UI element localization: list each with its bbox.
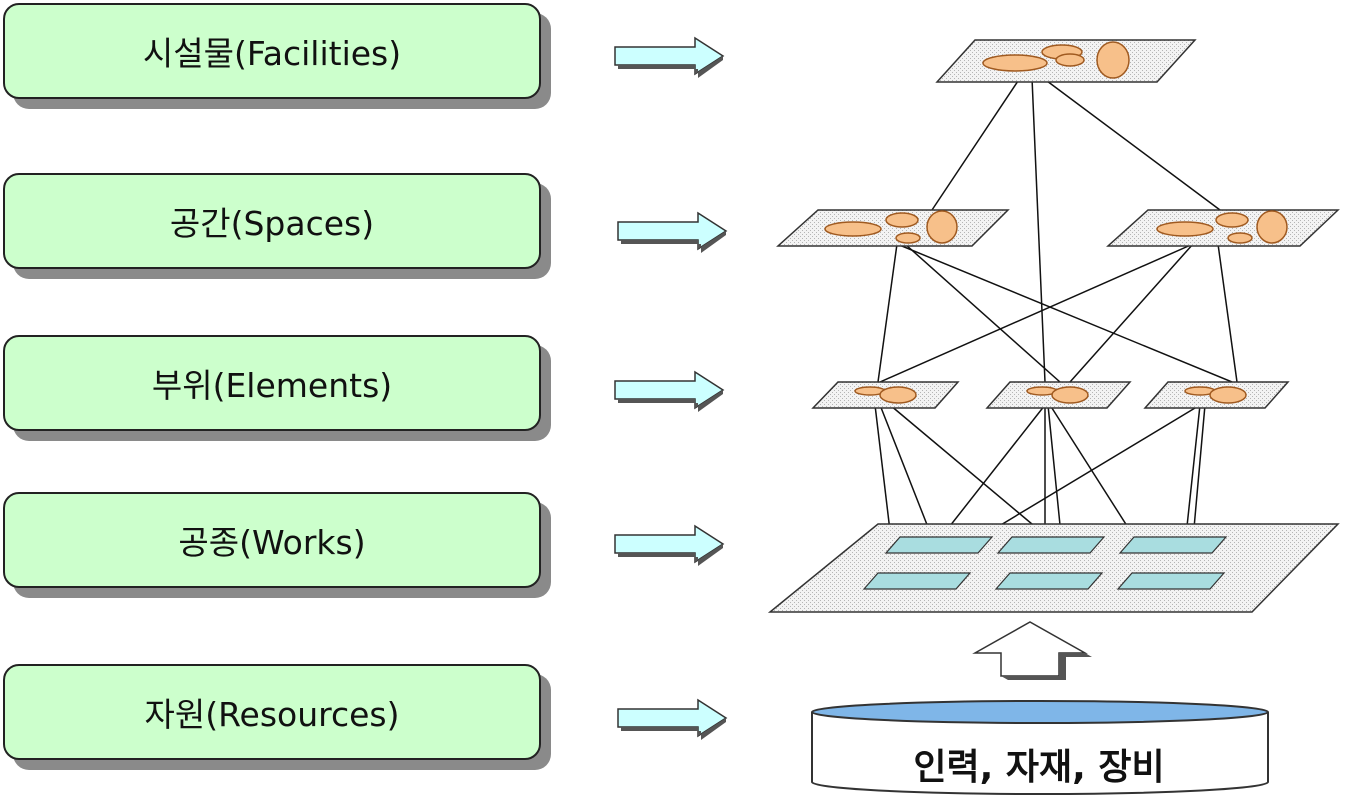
elements-plane-left	[811, 381, 960, 409]
spaces-plane-right	[1106, 209, 1340, 247]
arrow-right-facilities	[614, 37, 724, 79]
work-tile	[884, 536, 994, 554]
work-tile	[1118, 536, 1228, 554]
work-tile	[994, 572, 1104, 590]
level-label-spaces: 공간(Spaces)	[169, 204, 375, 243]
spaces-plane-left	[776, 209, 1010, 247]
arrow-right-spaces	[617, 212, 727, 254]
arrow-right-works	[614, 525, 724, 567]
level-box-works: 공종(Works)	[3, 492, 541, 588]
level-label-works: 공종(Works)	[178, 523, 366, 562]
level-label-resources: 자원(Resources)	[144, 695, 400, 734]
resources-label: 인력, 자재, 장비	[913, 747, 1165, 788]
level-box-spaces: 공간(Spaces)	[3, 173, 541, 269]
elements-plane-right	[1143, 381, 1290, 409]
resources-cylinder	[811, 700, 1269, 795]
level-box-facilities: 시설물(Facilities)	[3, 3, 541, 99]
work-tile	[996, 536, 1106, 554]
connector-lines	[874, 77, 1238, 574]
work-tile	[862, 572, 972, 590]
level-label-elements: 부위(Elements)	[151, 366, 393, 405]
level-label-facilities: 시설물(Facilities)	[142, 34, 402, 73]
level-box-elements: 부위(Elements)	[3, 335, 541, 431]
arrow-right-resources	[617, 699, 727, 741]
elements-plane-center	[985, 381, 1132, 409]
works-plane	[767, 523, 1340, 613]
arrow-right-elements	[614, 371, 724, 413]
arrow-up-resources	[972, 621, 1092, 680]
level-box-resources: 자원(Resources)	[3, 664, 541, 760]
facilities-plane	[935, 39, 1197, 83]
work-tile	[1116, 572, 1226, 590]
